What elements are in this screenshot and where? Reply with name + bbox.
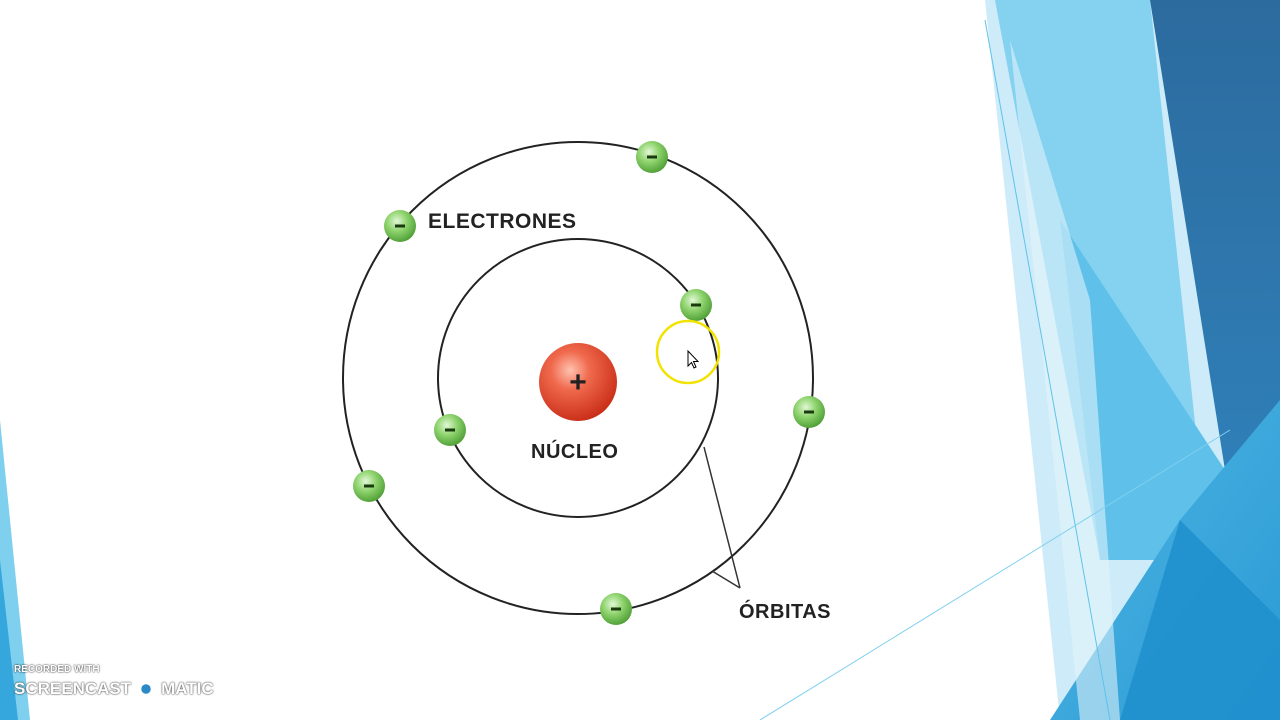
minus-sign-icon	[395, 224, 405, 228]
electron	[434, 414, 466, 446]
orbits-pointer-line	[711, 570, 741, 589]
label-orbits: ÓRBITAS	[739, 599, 831, 623]
screencast-watermark: RECORDED WITH SCREENCAST MATIC	[14, 664, 214, 702]
electron	[384, 210, 416, 242]
electrons	[353, 141, 825, 625]
minus-sign-icon	[647, 155, 657, 159]
facet-bottom-2	[1120, 520, 1280, 720]
orbits-pointer-line	[703, 446, 741, 589]
watermark-brand-right: MATIC	[161, 679, 214, 698]
cursor-highlight	[655, 319, 721, 385]
accent-line	[984, 19, 1111, 720]
label-nucleus: NÚCLEO	[531, 439, 618, 463]
minus-sign-icon	[611, 607, 621, 611]
facet-left-corner-2	[0, 560, 18, 720]
inner-orbit	[437, 238, 719, 518]
minus-sign-icon	[804, 410, 814, 414]
outer-orbit	[342, 141, 814, 615]
mouse-cursor-icon	[687, 349, 700, 369]
nucleus-plus-sign: +	[569, 366, 587, 399]
electron	[793, 396, 825, 428]
electron	[636, 141, 668, 173]
nucleus: +	[539, 343, 617, 421]
electron	[680, 289, 712, 321]
watermark-brand-left: SCREENCAST	[14, 679, 132, 698]
electron	[353, 470, 385, 502]
accent-line	[759, 429, 1231, 720]
label-electrons: ELECTRONES	[428, 210, 577, 233]
minus-sign-icon	[364, 484, 374, 488]
screencast-logo-icon	[133, 676, 159, 702]
electron	[600, 593, 632, 625]
minus-sign-icon	[691, 303, 701, 307]
facet-dark	[1150, 0, 1280, 470]
minus-sign-icon	[445, 428, 455, 432]
watermark-recorded-with: RECORDED WITH	[14, 664, 100, 675]
facet-sheen	[1010, 40, 1120, 720]
